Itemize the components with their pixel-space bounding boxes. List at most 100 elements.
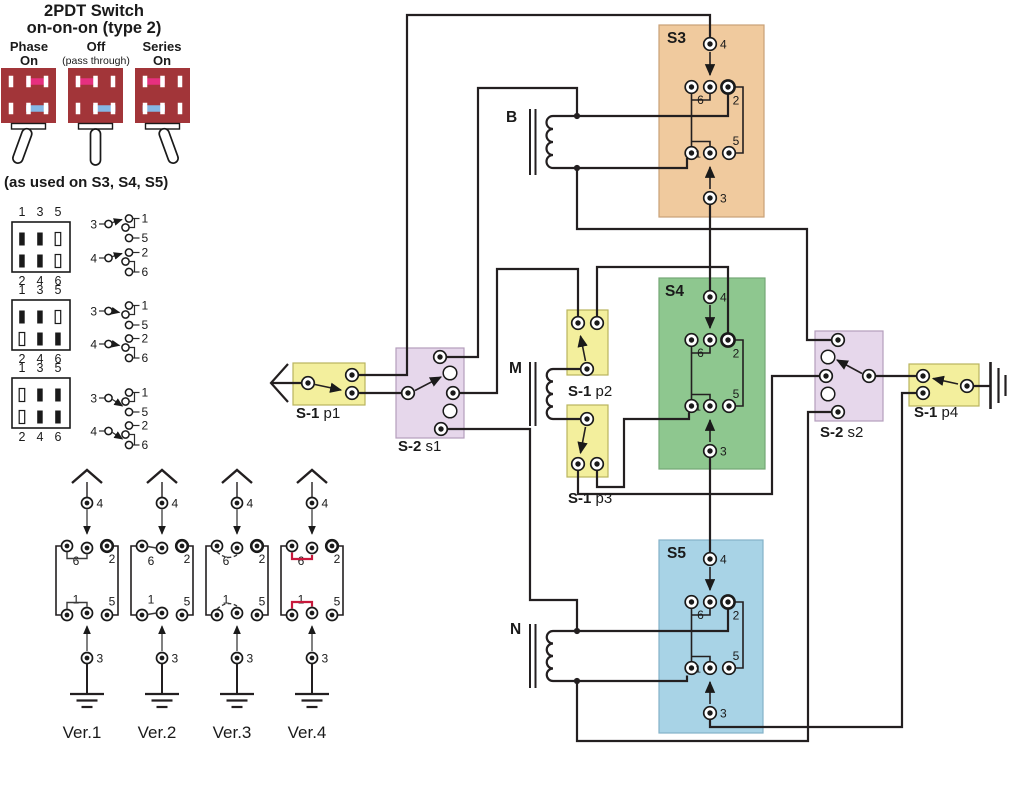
col-label: 2 <box>19 274 26 288</box>
common-label: 4 <box>90 425 97 439</box>
plug-p1-label: S-1 p1 <box>296 405 340 422</box>
plug-p3: S-1 p3 <box>568 411 612 507</box>
switch-S4-box <box>658 277 766 470</box>
col-label: 6 <box>55 274 62 288</box>
junction-dot <box>573 112 581 120</box>
toggle-lever <box>158 127 179 164</box>
legend-caption: (as used on S3, S4, S5) <box>4 174 168 191</box>
ver1-jumpers <box>66 552 88 609</box>
switch-S5-label: S5 <box>667 545 686 562</box>
junction-dot <box>573 677 581 685</box>
legend-switch-off <box>68 68 123 166</box>
phase-state: On <box>20 53 38 68</box>
pin-state-boxes: 1 3 5 2 4 6 1 3 5 2 4 6 1 3 5 <box>11 205 71 444</box>
common-label: 3 <box>90 218 97 232</box>
selector-s1: S-2 s1 <box>398 349 461 455</box>
throw-label: 1 <box>142 386 149 400</box>
coil-M-label: M <box>509 360 522 377</box>
plug-p3-label: S-1 p3 <box>568 490 612 507</box>
junction-dot <box>573 627 581 635</box>
col-label: 3 <box>37 361 44 375</box>
col-label: 3 <box>37 205 44 219</box>
col-label: 1 <box>19 283 26 297</box>
col-label: 6 <box>55 430 62 444</box>
plug-p4: S-1 p4 <box>914 368 975 421</box>
col-label: 5 <box>55 205 62 219</box>
plug-p2-label: S-1 p2 <box>568 383 612 400</box>
col-label: 2 <box>19 430 26 444</box>
wire-Nbot-to-S5pin1 <box>553 675 689 683</box>
series-state: On <box>153 53 171 68</box>
junction-dot <box>573 164 581 172</box>
switch-S3-box <box>658 24 765 218</box>
throw-label: 6 <box>142 438 149 452</box>
wire-s1-to-Ntop <box>447 427 579 631</box>
phase-label: Phase <box>10 39 48 54</box>
throw-label: 1 <box>142 299 149 313</box>
series-label: Series <box>142 39 181 54</box>
toggle-lever <box>12 127 33 164</box>
common-label: 4 <box>90 338 97 352</box>
common-label: 4 <box>90 252 97 266</box>
throw-label: 1 <box>142 212 149 226</box>
throw-label: 2 <box>142 246 149 260</box>
wire-s2-to-p3 <box>576 374 820 496</box>
plug-p2: S-1 p2 <box>568 315 612 400</box>
throw-label: 2 <box>142 332 149 346</box>
empty-contact <box>442 403 458 419</box>
selector-s2: S-2 s2 <box>818 332 877 441</box>
main-circuit: S3 S4 S5 B M N S-1 p1 S-1 p2 S-1 p3 S-1 … <box>269 13 1007 743</box>
off-label: Off <box>87 39 106 54</box>
ver4-jumpers <box>290 552 314 609</box>
wire-p3-to-S4pin1 <box>595 412 691 489</box>
switch-S4-label: S4 <box>665 283 684 300</box>
wire-Bbot-to-s2top <box>575 168 831 342</box>
coil-B <box>545 114 554 170</box>
col-label: 4 <box>37 430 44 444</box>
ver1-label: Ver.1 <box>63 723 102 742</box>
coil-N-label: N <box>510 621 521 638</box>
col-label: 5 <box>55 283 62 297</box>
throw-label: 5 <box>142 318 149 332</box>
col-label: 3 <box>37 283 44 297</box>
antenna-chevron-icon <box>269 363 289 403</box>
wires <box>269 13 1007 743</box>
col-label: 6 <box>55 352 62 366</box>
throw-label: 2 <box>142 419 149 433</box>
legend-title-line2: on-on-on (type 2) <box>27 19 162 37</box>
schematic-position1: 3 1 5 4 2 6 <box>90 212 148 280</box>
ver4-label: Ver.4 <box>288 723 327 742</box>
plug-p1: S-1 p1 <box>296 367 360 422</box>
throw-label: 6 <box>142 351 149 365</box>
ver3-jumpers <box>216 551 238 610</box>
common-label: 3 <box>90 392 97 406</box>
wire-p4-to-S5pin3 <box>708 391 917 729</box>
wire-s1-to-p2 <box>459 267 580 395</box>
switch-S5-box <box>658 539 764 734</box>
common-label: 3 <box>90 305 97 319</box>
wire-s1-to-Btop <box>446 86 579 359</box>
schematic-position3: 3 1 5 4 2 6 <box>90 386 148 453</box>
toggle-lever <box>89 128 102 166</box>
wire-Ntop-to-S5pin2 <box>577 609 730 633</box>
version-diagrams: Ver.1 Ver.2 Ver.3 Ver.4 <box>56 470 343 742</box>
coil-B-label: B <box>506 109 517 126</box>
selector-s1-label: S-2 s1 <box>398 438 441 455</box>
col-label: 5 <box>55 361 62 375</box>
switch-S3-label: S3 <box>667 30 686 47</box>
throw-label: 6 <box>142 265 149 279</box>
wire-Nbot-to-s2bot <box>575 410 831 743</box>
pin-box-position3: 1 3 5 2 4 6 <box>11 361 71 444</box>
schematic-position2: 3 1 5 4 2 6 <box>90 299 148 366</box>
ver3-label: Ver.3 <box>213 723 252 742</box>
ver2-label: Ver.2 <box>138 723 177 742</box>
empty-contact <box>442 365 458 381</box>
throw-label: 5 <box>142 231 149 245</box>
col-label: 4 <box>37 352 44 366</box>
empty-contact <box>820 386 836 402</box>
wire-p1-to-S3pin4 <box>358 13 712 377</box>
contact-schematics: 3 1 5 4 2 6 3 1 5 4 2 6 3 <box>90 212 148 453</box>
pin-box-position1: 1 3 5 2 4 6 <box>11 205 71 288</box>
